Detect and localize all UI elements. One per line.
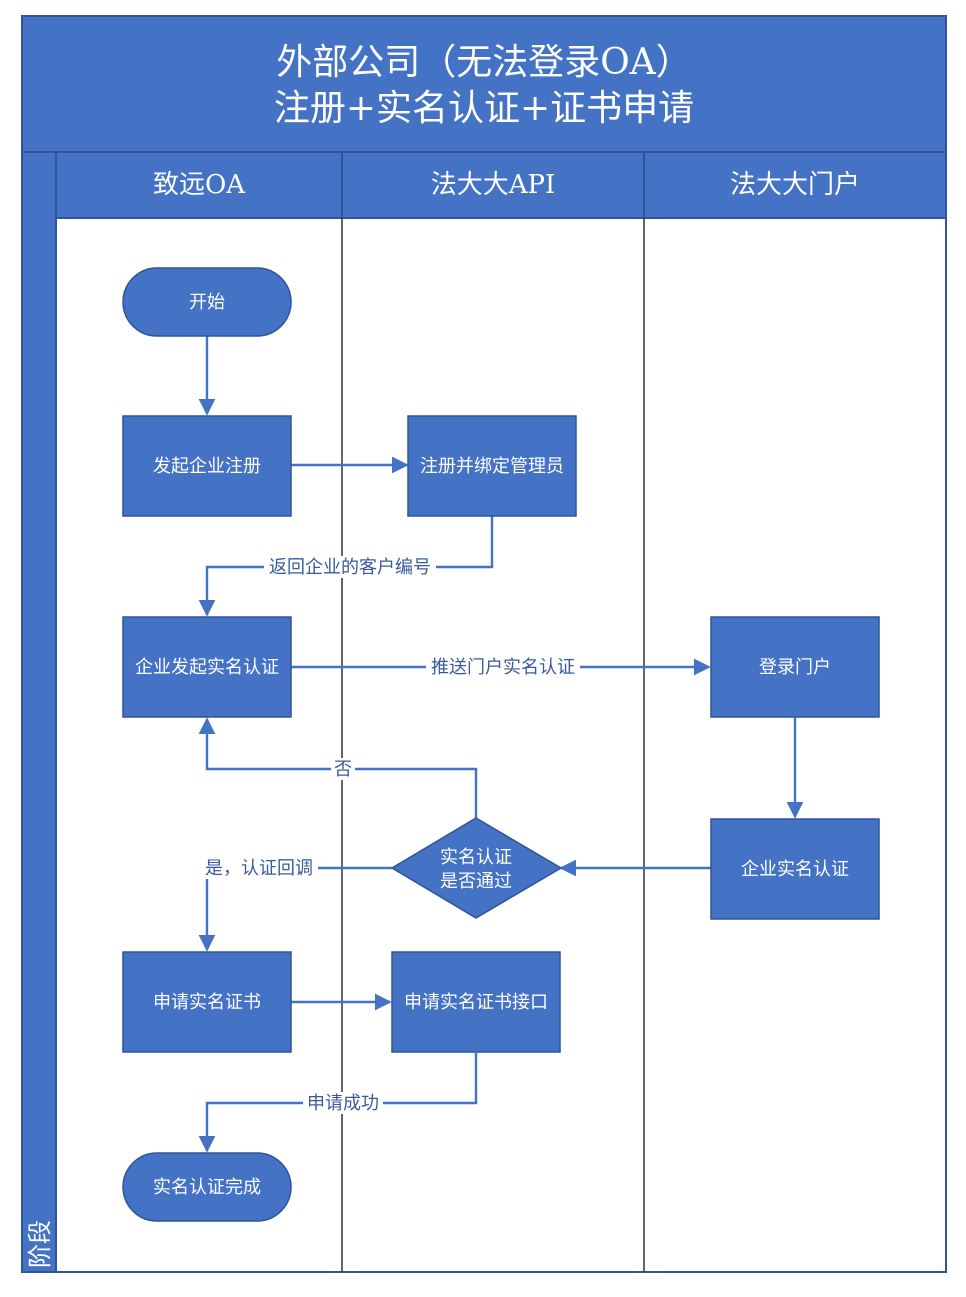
edge-label-bg-success [303,1092,383,1114]
edge-label-no: 否 [334,759,352,780]
diagram-title-line2: 注册+实名认证+证书申请 [274,88,694,129]
edge-label-bg-return [264,556,436,578]
diagram-title-line1: 外部公司（无法登录OA） [276,42,692,83]
node-register-bind-admin-label: 注册并绑定管理员 [420,456,564,477]
lane-header-api [341,151,645,219]
title-band [21,15,947,153]
node-login-portal [710,616,880,718]
node-decision-passed [390,817,563,919]
node-apply-certificate [122,951,292,1053]
node-enterprise-realname-label: 企业实名认证 [741,859,849,880]
node-complete-label: 实名认证完成 [153,1177,261,1198]
edge-label-bg-push [426,656,580,678]
node-start [122,267,292,337]
edge-label-bg-yes [200,857,318,879]
node-register-bind-admin [407,415,577,517]
stage-label: 阶段 [26,1220,54,1268]
edge-label-yes-callback: 是，认证回调 [205,858,313,879]
lane-label-api: 法大大API [431,170,556,200]
node-initiate-realname-label: 企业发起实名认证 [135,657,279,678]
lane-header-portal [643,151,947,219]
lane-label-portal: 法大大门户 [730,170,860,200]
edge-label-apply-success: 申请成功 [307,1093,379,1114]
edge-label-return-customer-id: 返回企业的客户编号 [269,557,431,578]
node-apply-certificate-api-label: 申请实名证书接口 [404,992,548,1013]
node-apply-certificate-api [391,951,561,1053]
lane-header-oa [55,151,343,219]
node-decision-line1: 实名认证 [440,847,512,868]
edge-label-push-portal: 推送门户实名认证 [431,657,575,678]
node-apply-certificate-label: 申请实名证书 [153,992,261,1013]
node-complete [122,1152,292,1222]
node-initiate-realname [122,616,292,718]
node-start-label: 开始 [189,292,225,313]
edge-label-bg-no [331,758,355,780]
node-enterprise-realname [710,818,880,920]
node-initiate-registration-label: 发起企业注册 [153,456,261,477]
stage-column [21,151,57,1273]
node-login-portal-label: 登录门户 [759,657,831,678]
node-decision-line2: 是否通过 [440,871,512,892]
lane-label-oa: 致远OA [153,170,246,200]
node-initiate-registration [122,415,292,517]
